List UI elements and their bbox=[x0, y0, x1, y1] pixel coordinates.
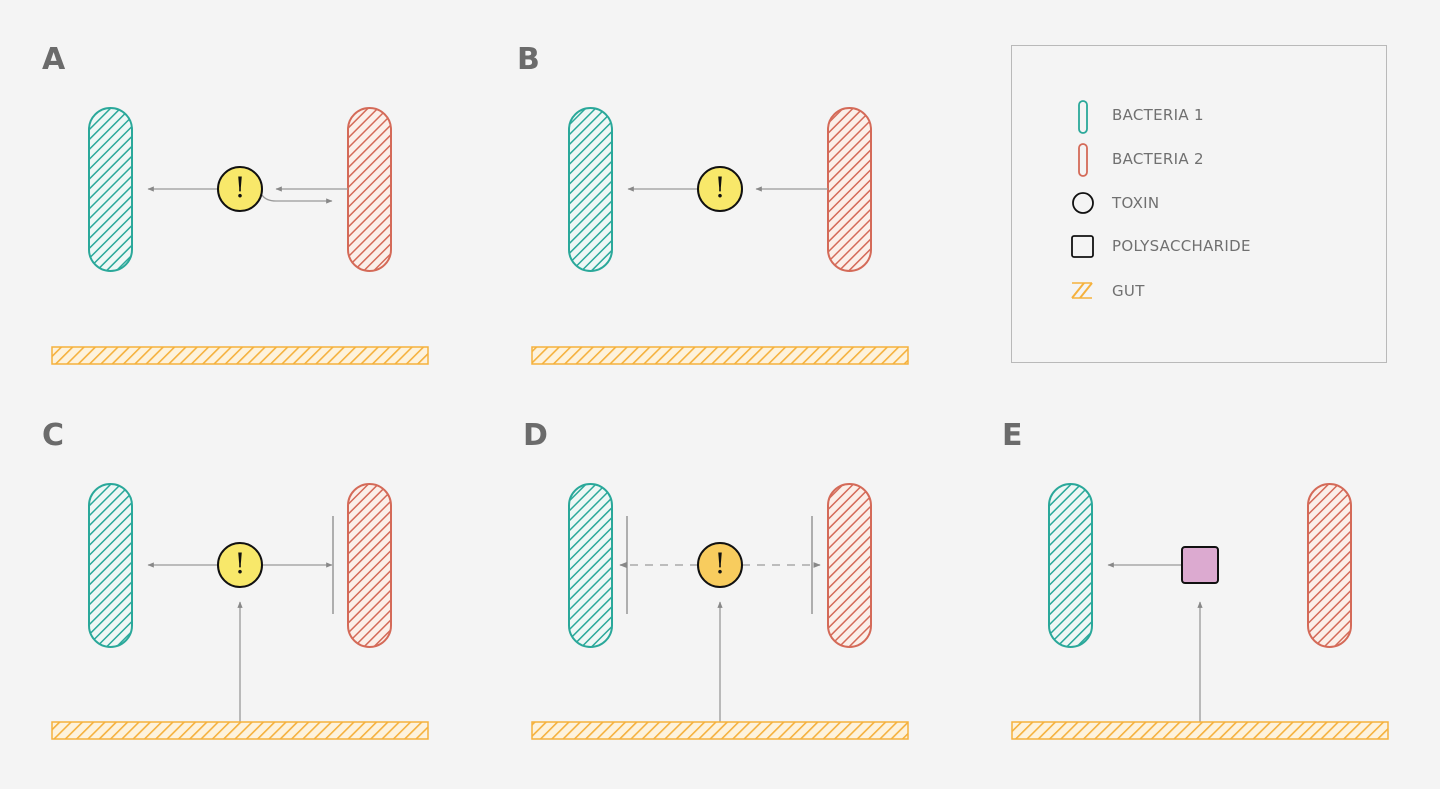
bacteria-2-cell bbox=[1307, 483, 1352, 648]
legend-label-bacteria-2: BACTERIA 2 bbox=[1112, 150, 1204, 168]
panel-a bbox=[51, 107, 429, 365]
bacteria-2-cell bbox=[347, 107, 392, 272]
bacteria-1-cell bbox=[1048, 483, 1093, 648]
bacteria-2-icon bbox=[1078, 143, 1088, 177]
panel-label-c: C bbox=[42, 418, 65, 453]
toxin-circle bbox=[217, 166, 263, 212]
toxin-circle bbox=[217, 542, 263, 588]
bacteria-2-cell bbox=[827, 107, 872, 272]
gut-layer bbox=[51, 346, 429, 365]
gut-hatch-icon bbox=[1071, 282, 1093, 299]
bacteria-2-cell bbox=[827, 483, 872, 648]
bacteria-1-cell bbox=[568, 483, 613, 648]
toxin-circle-icon bbox=[1072, 192, 1094, 214]
gut-layer bbox=[531, 721, 909, 740]
bacteria-1-cell bbox=[88, 107, 133, 272]
panel-label-b: B bbox=[517, 42, 540, 77]
panel-d bbox=[531, 483, 909, 740]
legend-label-toxin: TOXIN bbox=[1112, 194, 1160, 212]
legend-box: BACTERIA 1 BACTERIA 2 TOXIN POLYSACCHARI… bbox=[1011, 45, 1387, 363]
arrow-toxin-to-bacteria-2 bbox=[261, 194, 333, 204]
toxin-circle bbox=[697, 542, 743, 588]
panel-label-d: D bbox=[523, 418, 548, 453]
legend-icons bbox=[1071, 100, 1094, 299]
gut-layer bbox=[51, 721, 429, 740]
panel-e bbox=[1011, 483, 1389, 740]
panel-b bbox=[531, 107, 909, 365]
toxin-glyph: ! bbox=[234, 171, 246, 204]
toxin-circle bbox=[697, 166, 743, 212]
gut-layer bbox=[531, 346, 909, 365]
legend-label-gut: GUT bbox=[1112, 282, 1145, 300]
gut-layer bbox=[1011, 721, 1389, 740]
bacteria-1-cell bbox=[568, 107, 613, 272]
toxin-glyph: ! bbox=[234, 547, 246, 580]
legend-label-polysaccharide: POLYSACCHARIDE bbox=[1112, 237, 1251, 255]
toxin-glyph: ! bbox=[714, 171, 726, 204]
legend-label-bacteria-1: BACTERIA 1 bbox=[1112, 106, 1204, 124]
panel-label-a: A bbox=[42, 42, 66, 77]
polysaccharide-square-icon bbox=[1071, 235, 1094, 258]
polysaccharide-square bbox=[1181, 546, 1219, 584]
panel-label-e: E bbox=[1002, 418, 1023, 453]
toxin-glyph: ! bbox=[714, 547, 726, 580]
panel-c bbox=[51, 483, 429, 740]
bacteria-1-icon bbox=[1078, 100, 1088, 134]
bacteria-1-cell bbox=[88, 483, 133, 648]
bacteria-2-cell bbox=[347, 483, 392, 648]
